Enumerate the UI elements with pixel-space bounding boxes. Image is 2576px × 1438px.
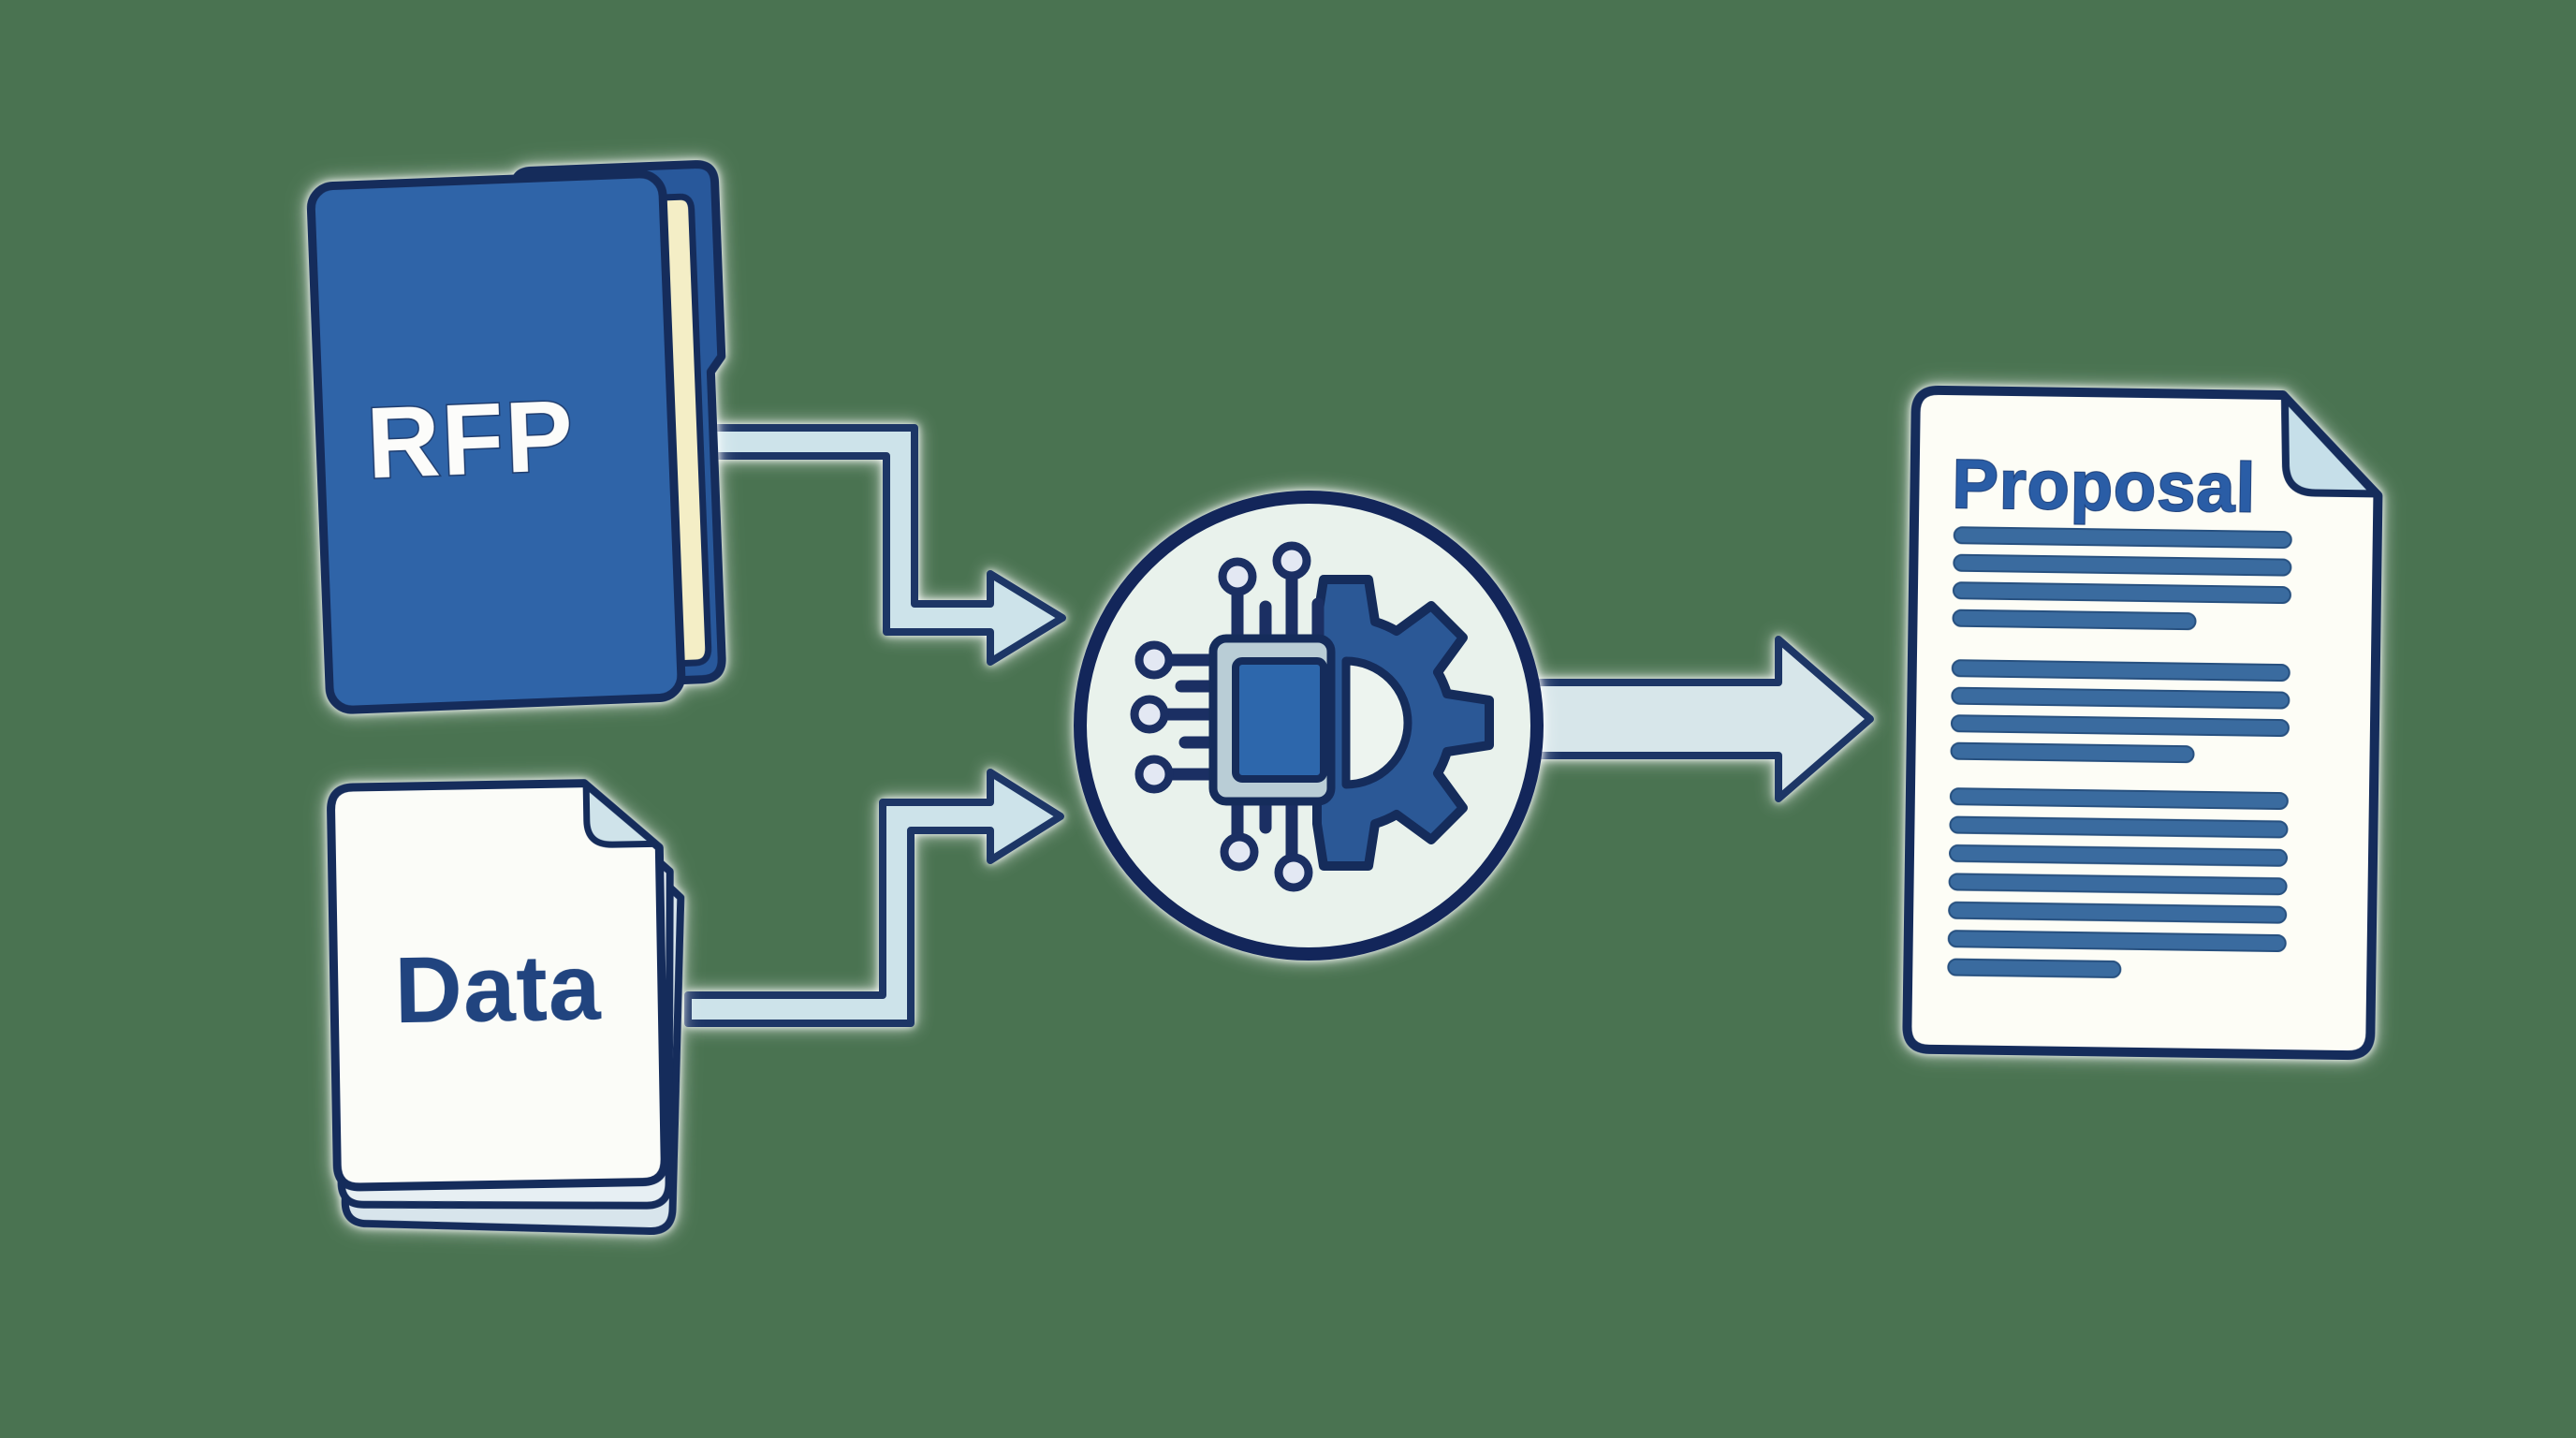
proposal-document: Proposal	[1902, 385, 2383, 1061]
proposal-text-line	[1947, 930, 2287, 953]
proposal-text-line	[1950, 741, 2195, 764]
proposal-text-line	[1947, 958, 2122, 978]
proposal-text-line	[1953, 526, 2292, 550]
gear-hub-icon	[1341, 656, 1412, 789]
folder-front-panel	[306, 169, 686, 714]
page-fold-icon	[2280, 393, 2379, 498]
proposal-text-line	[1949, 844, 2288, 867]
arrow-data-to-ai	[684, 769, 1064, 1027]
proposal-text-line	[1952, 581, 2291, 605]
elbow-arrow-icon	[684, 769, 1064, 1027]
proposal-text-line	[1951, 686, 2291, 710]
data-documents: Data	[327, 779, 685, 1235]
data-label: Data	[394, 934, 603, 1043]
rfp-folder: RFP	[306, 160, 726, 714]
proposal-text-line	[1948, 901, 2288, 924]
proposal-text-line	[1949, 815, 2289, 839]
arrow-ai-to-proposal	[1531, 636, 1874, 802]
proposal-text-line	[1949, 787, 2289, 811]
straight-arrow-icon	[1531, 636, 1874, 802]
arrow-rfp-to-ai	[684, 424, 1066, 666]
proposal-text-line	[1953, 553, 2292, 577]
chip-core	[1232, 657, 1327, 783]
proposal-label: Proposal	[1952, 445, 2257, 527]
elbow-arrow-icon	[684, 424, 1066, 666]
circuit-nodes	[1130, 541, 1313, 892]
ai-processor	[1074, 491, 1544, 961]
page-fold-icon	[582, 782, 659, 848]
proposal-text-line	[1951, 659, 2291, 682]
proposal-text-line	[1952, 609, 2197, 631]
proposal-lines	[1947, 526, 2292, 978]
proposal-text-line	[1950, 714, 2290, 738]
rfp-label: RFP	[365, 378, 577, 499]
sheet-front	[327, 779, 669, 1192]
proposal-text-line	[1948, 873, 2288, 896]
